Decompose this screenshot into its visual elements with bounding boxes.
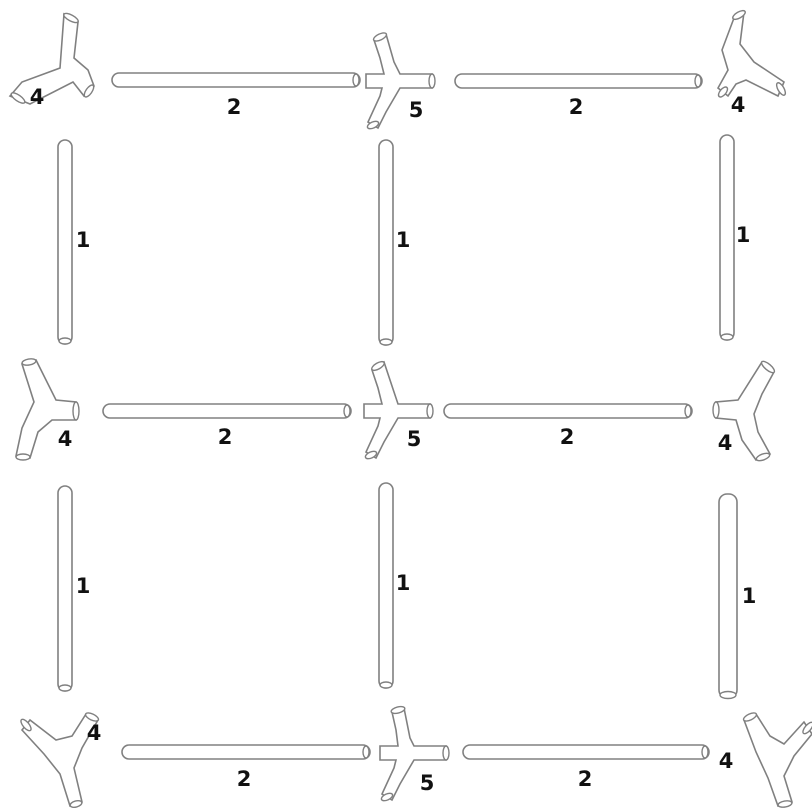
- horizontal-rod-label: 2: [218, 425, 233, 449]
- cross-connector: [365, 32, 436, 130]
- cross-connector-label: 5: [409, 98, 424, 122]
- horizontal-rod-label: 2: [560, 425, 575, 449]
- vertical-rod-label: 1: [76, 574, 91, 598]
- cross-connector-label: 5: [407, 427, 422, 451]
- horizontal-rod: [111, 72, 361, 88]
- vertical-rod: [719, 134, 735, 341]
- horizontal-rod: [102, 403, 352, 419]
- horizontal-rod-label: 2: [569, 95, 584, 119]
- vertical-rod-label: 1: [76, 228, 91, 252]
- horizontal-rod: [462, 744, 710, 760]
- corner-connector-label: 4: [87, 721, 102, 745]
- vertical-rod-label: 1: [736, 223, 751, 247]
- horizontal-rod-label: 2: [227, 95, 242, 119]
- horizontal-rod: [454, 73, 703, 89]
- corner-connector: [8, 12, 95, 105]
- vertical-rod-label: 1: [396, 571, 411, 595]
- vertical-rod-label: 1: [742, 584, 757, 608]
- corner-connector: [716, 9, 787, 98]
- corner-connector: [15, 358, 80, 461]
- corner-connector-label: 4: [30, 85, 45, 109]
- cross-connector: [363, 360, 434, 460]
- horizontal-rod: [121, 744, 371, 760]
- corner-connector-label: 4: [718, 431, 733, 455]
- corner-connector-label: 4: [719, 749, 734, 773]
- vertical-rod: [378, 482, 394, 689]
- horizontal-rod: [443, 403, 693, 419]
- vertical-rod: [57, 139, 73, 345]
- corner-connector: [20, 712, 100, 808]
- corner-connector-label: 4: [58, 427, 73, 451]
- cross-connector-label: 5: [420, 771, 435, 795]
- horizontal-rod-label: 2: [578, 767, 593, 791]
- vertical-rod-label: 1: [396, 228, 411, 252]
- vertical-rod: [57, 485, 73, 692]
- corner-connector-label: 4: [731, 93, 746, 117]
- vertical-rod: [718, 493, 738, 700]
- vertical-rod: [378, 139, 394, 346]
- corner-connector: [712, 360, 776, 462]
- cross-connector: [379, 705, 450, 802]
- corner-connector: [742, 712, 812, 808]
- horizontal-rod-label: 2: [237, 767, 252, 791]
